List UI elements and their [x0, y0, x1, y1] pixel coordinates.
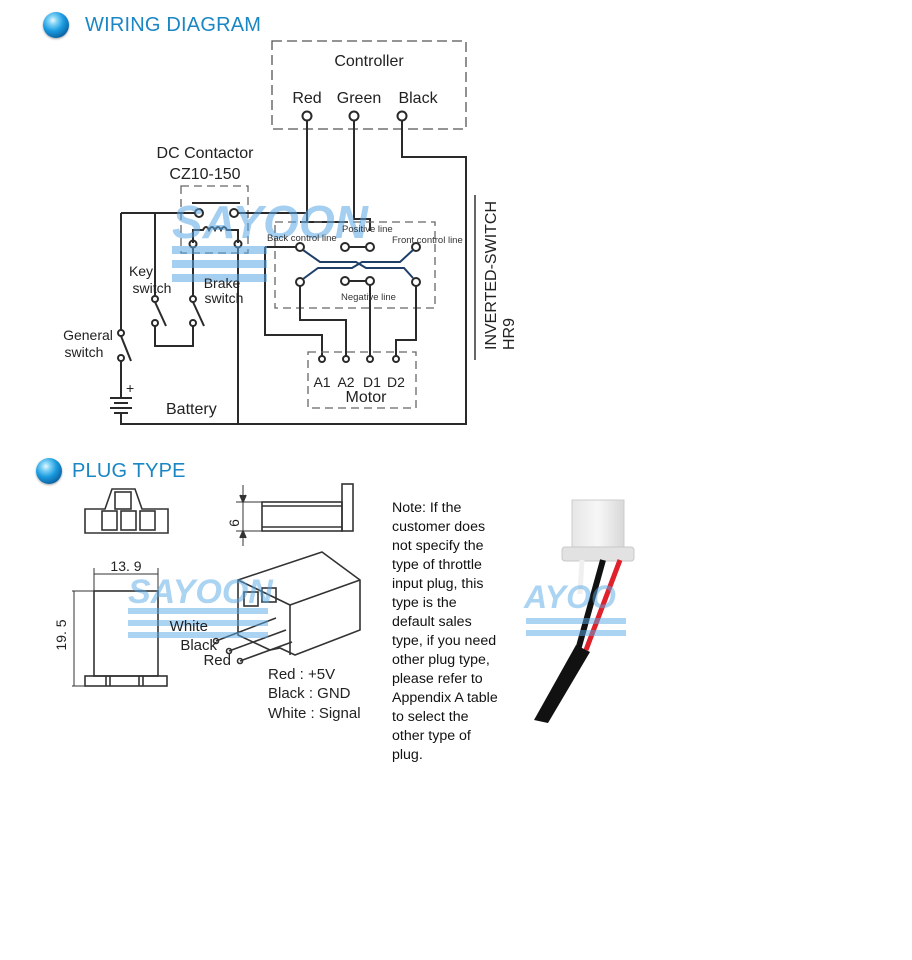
controller-terminal-label: Red [292, 90, 321, 107]
wire-label-red: Red [203, 652, 231, 669]
plug-photo: AYOO [523, 499, 635, 723]
front-control-line-label: Front control line [392, 235, 463, 246]
wire-ground [120, 413, 466, 425]
inverted-switch-box [274, 221, 436, 309]
contactor-model: CZ10-150 [169, 166, 240, 183]
controller-terminal-black [396, 110, 408, 122]
plug-drawing: SAYOON 6 13. 9 19. 5 White Black Red Red… [53, 483, 361, 722]
general-switch-label: switch [65, 344, 104, 360]
controller-terminal-green [348, 110, 360, 122]
note-line: to select the [392, 709, 469, 725]
contactor-coil [192, 226, 239, 243]
battery-label: Battery [166, 401, 217, 418]
controller-box [271, 40, 467, 130]
general-switch-blade [120, 335, 132, 362]
plug-note: Note: If the customer does not specify t… [392, 499, 516, 765]
general-switch-label: General [63, 327, 113, 343]
note-line: default sales [392, 614, 472, 630]
svg-text:SAYOON: SAYOON [128, 573, 274, 611]
note-line: plug. [392, 747, 423, 763]
motor-terminal-label: D1 [363, 374, 381, 390]
dim-length-label: 19. 5 [53, 619, 69, 650]
wiring-section-title: WIRING DIAGRAM [85, 13, 262, 36]
bullet-orb-icon [43, 12, 69, 38]
wiring-diagram: SAYOON Controller Red Green Black DC Con… [63, 40, 518, 425]
pinout-white: White : Signal [268, 705, 361, 722]
wire-black [401, 121, 467, 425]
cable-jacket [534, 645, 590, 723]
negative-line-label: Negative line [341, 292, 396, 303]
contactor-label: DC Contactor [157, 145, 255, 162]
svg-text:AYOO: AYOO [523, 579, 616, 615]
motor-label: Motor [346, 389, 388, 406]
note-line: input plug, this [392, 576, 484, 592]
note-line: please refer to [392, 671, 483, 687]
dim-height-label: 6 [226, 519, 242, 527]
sayoon-watermark: SAYOON [172, 196, 369, 282]
wiring-section-header: WIRING DIAGRAM [43, 12, 261, 38]
wire-label-white: White [170, 618, 208, 635]
inverted-switch-label: INVERTED-SWITCH [483, 201, 500, 350]
note-line: not specify the [392, 538, 484, 554]
note-line: Appendix A table [392, 690, 498, 706]
note-line: Note: If the [392, 500, 462, 516]
note-line: type is the [392, 595, 457, 611]
key-switch-label: Key [129, 263, 153, 279]
controller-terminal-red [301, 110, 313, 122]
motor-terminal-label: D2 [387, 374, 405, 390]
key-switch-blade [154, 301, 167, 327]
back-control-line-label: Back control line [267, 233, 337, 244]
brake-switch-label: Brake [204, 275, 241, 291]
wire-white [577, 559, 585, 595]
plug-section-header: PLUG TYPE [36, 458, 186, 484]
motor-box [307, 351, 417, 409]
plug-front-view [84, 488, 169, 534]
note-line: type of throttle [392, 557, 482, 573]
motor-terminal-label: A2 [337, 374, 354, 390]
contactor-box [180, 185, 249, 254]
bullet-orb-icon [36, 458, 62, 484]
dim-width-label: 13. 9 [110, 558, 141, 574]
controller-terminal-label: Green [337, 90, 381, 107]
sayoon-watermark: SAYOON [128, 573, 274, 638]
plug-isometric-view [237, 551, 361, 656]
wire-green [353, 121, 371, 231]
wire-label-black: Black [180, 637, 217, 654]
plug-section-title: PLUG TYPE [72, 459, 186, 482]
controller-label: Controller [334, 53, 404, 70]
inverted-switch-model: HR9 [501, 318, 518, 350]
svg-text:SAYOON: SAYOON [172, 196, 369, 248]
note-line: other plug type, [392, 652, 490, 668]
motor-terminal-label: A1 [313, 374, 330, 390]
plug-housing [571, 499, 625, 556]
brake-switch-label: switch [205, 290, 244, 306]
note-line: type, if you need [392, 633, 497, 649]
pinout-black: Black : GND [268, 685, 351, 702]
positive-line-label: Positive line [342, 224, 393, 235]
key-switch-label: switch [133, 280, 172, 296]
note-line: other type of [392, 728, 471, 744]
pinout-red: Red : +5V [268, 666, 335, 683]
wire-contactor-out [238, 212, 308, 222]
note-line: customer does [392, 519, 486, 535]
battery-plus-label: + [126, 380, 134, 396]
controller-terminal-label: Black [398, 90, 438, 107]
brake-switch-blade [192, 301, 205, 327]
